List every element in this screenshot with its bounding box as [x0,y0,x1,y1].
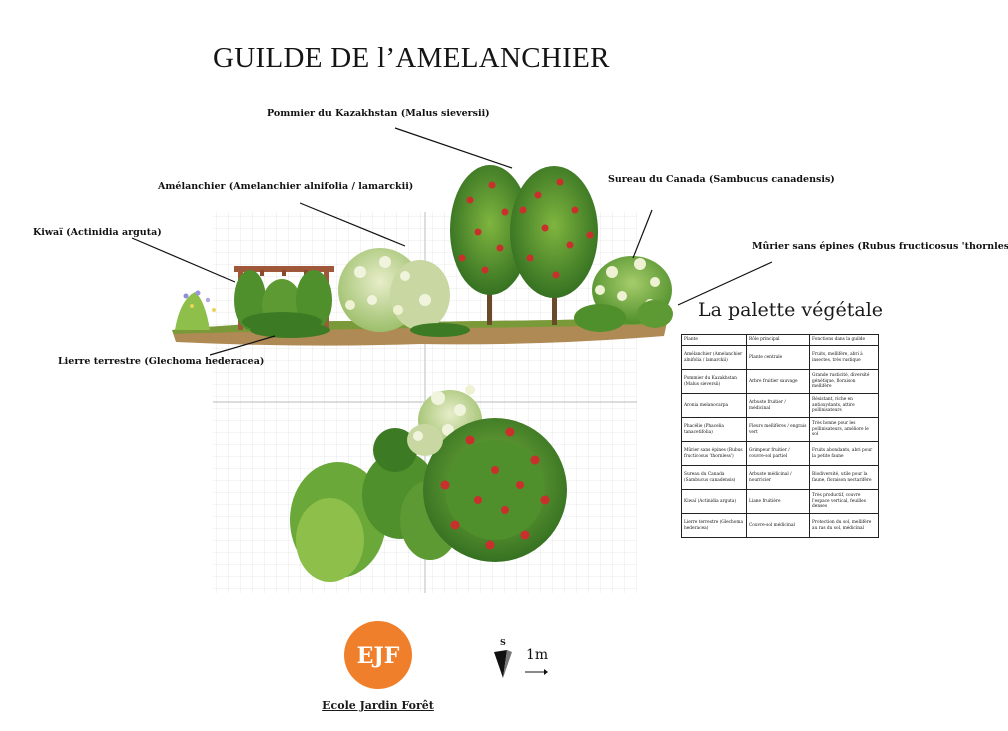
table-row: Amélanchier (Amelanchier alnifolia / lam… [681,345,879,370]
scale-label: 1m [526,647,549,663]
cell-role: Plante centrale [745,345,811,370]
label-sureau: Sureau du Canada (Sambucus canadensis) [608,174,835,185]
cell-fonctions: Résistant, riche en antioxydants, attire… [809,393,879,418]
cell-fonctions: Fruits abondants, abri pour la petite fa… [809,441,879,466]
palette-table: Plante Rôle principal Fonctions dans la … [681,334,879,538]
cell-role: Arbre fruitier sauvage [745,369,811,394]
label-amelanchier: Amélanchier (Amelanchier alnifolia / lam… [158,181,414,192]
cell-role: Liane fruitière [745,489,811,514]
label-lierre: Lierre terrestre (Glechoma hederacea) [58,356,265,367]
header-role: Rôle principal [745,334,811,346]
cell-plante: Aronia melanocarpa [681,393,747,418]
palette-title: La palette végétale [698,299,884,321]
cell-role: Grimpeur fruitier / couvre-sol partiel [745,441,811,466]
table-row: Mûrier sans épines (Rubus fructicosus 't… [681,441,879,466]
phacelia-flowers-elevation [175,290,216,330]
cell-fonctions: Grande rusticité, diversité génétique, f… [809,369,879,394]
plan-view [290,385,567,582]
leader-lines [131,127,773,356]
table-row: Lierre terrestre (Glechoma hederacea) Co… [681,513,879,538]
table-row: Aronia melanocarpa Arbuste fruitier / mé… [681,393,879,418]
cell-fonctions: Biodiversité, utile pour la faune, flora… [809,465,879,490]
lierre-elevation [250,322,470,338]
cell-plante: Pommier du Kazakhstan (Malus sieversii) [681,369,747,394]
cell-plante: Phacélie (Phacelia tanacetifolia) [681,417,747,442]
table-row: Sureau du Canada (Sambucus canadensis) A… [681,465,879,490]
cell-plante: Amélanchier (Amelanchier alnifolia / lam… [681,345,747,370]
logo-text: EJF [356,643,400,669]
label-pommier: Pommier du Kazakhstan (Malus sieversii) [267,108,490,119]
north-arrow-icon [494,650,512,678]
north-label: S [500,637,506,647]
cell-role: Fleurs mellifères / engrais vert [745,417,811,442]
pommier-elevation [450,165,598,325]
table-row: Phacélie (Phacelia tanacetifolia) Fleurs… [681,417,879,442]
cell-role: Arbuste fruitier / médicinal [745,393,811,418]
amelanchier-elevation [338,248,450,332]
murier-elevation [574,300,673,332]
cell-fonctions: Fruits, mellifère, abri à insectes, très… [809,345,879,370]
page-title: GUILDE DE l’AMELANCHIER [213,42,610,74]
cell-plante: Kiwaï (Actinidia arguta) [681,489,747,514]
cell-fonctions: Très bonne pour les pollinisateurs, amél… [809,417,879,442]
cell-fonctions: Protection du sol, mellifère au ras du s… [809,513,879,538]
scale-arrow-icon [525,669,548,675]
cell-plante: Sureau du Canada (Sambucus canadensis) [681,465,747,490]
label-murier: Mûrier sans épines (Rubus fructicosus 't… [752,241,1008,252]
cell-plante: Lierre terrestre (Glechoma hederacea) [681,513,747,538]
label-kiwai: Kiwaï (Actinidia arguta) [33,227,162,238]
cell-role: Couvre-sol médicinal [745,513,811,538]
header-plante: Plante [681,334,747,346]
cell-role: Arbuste médicinal / nourricier [745,465,811,490]
cell-plante: Mûrier sans épines (Rubus fructicosus 't… [681,441,747,466]
ejf-logo [344,621,412,689]
table-row: Pommier du Kazakhstan (Malus sieversii) … [681,369,879,394]
org-name: Ecole Jardin Forêt [322,699,434,712]
elevation-view [172,165,673,346]
header-fonctions: Fonctions dans la guilde [809,334,879,346]
table-header-row: Plante Rôle principal Fonctions dans la … [681,334,879,346]
table-row: Kiwaï (Actinidia arguta) Liane fruitière… [681,489,879,514]
cell-fonctions: Très productif, couvre l'espace vertical… [809,489,879,514]
